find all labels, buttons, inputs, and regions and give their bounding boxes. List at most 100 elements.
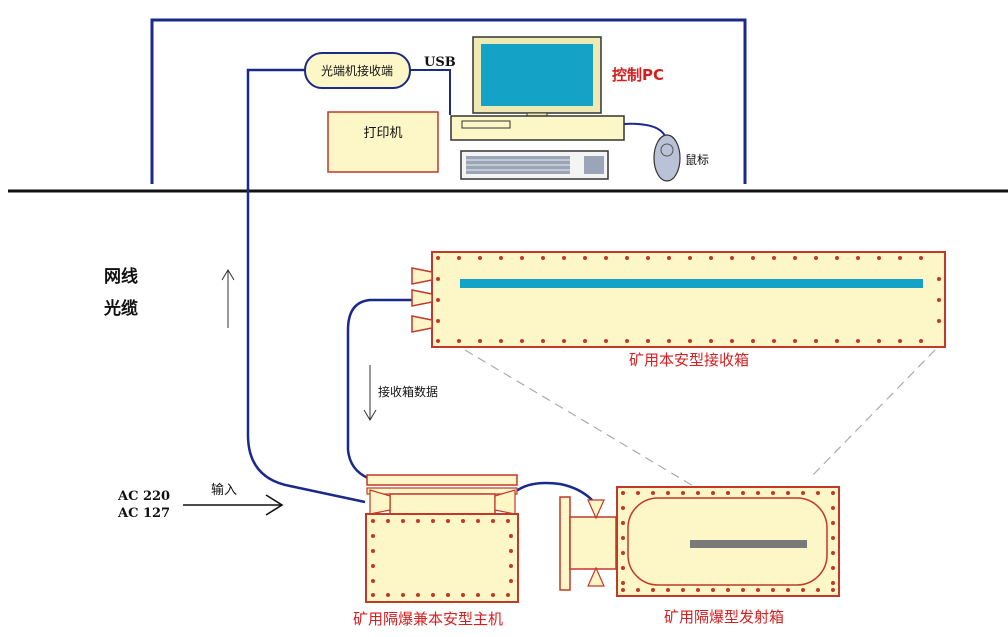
rivet-dot <box>371 519 375 523</box>
fiber-receiver-node <box>304 52 411 89</box>
fiber-receiver-label: 光端机接收端 <box>321 63 393 78</box>
rivet-dot <box>856 256 860 260</box>
rivet-dot <box>898 256 902 260</box>
rivet-dot <box>772 339 776 343</box>
rivet-dot <box>646 339 650 343</box>
rivet-dot <box>667 339 671 343</box>
transmitter-antenna <box>690 540 807 548</box>
mouse-label: 鼠标 <box>685 153 709 167</box>
rivet-dot <box>625 339 629 343</box>
rivet-dot <box>562 339 566 343</box>
rivet-dot <box>831 566 835 570</box>
rivet-dot <box>541 339 545 343</box>
rivet-dot <box>621 551 625 555</box>
rivet-dot <box>604 256 608 260</box>
input-arrow-icon <box>183 494 284 516</box>
rivet-dot <box>856 339 860 343</box>
rivet-dot <box>476 593 480 597</box>
rivet-dot <box>816 491 820 495</box>
rivet-dot <box>877 256 881 260</box>
rivet-dot <box>416 519 420 523</box>
rivet-dot <box>793 339 797 343</box>
rivet-dot <box>919 339 923 343</box>
control-room-outline <box>150 18 747 184</box>
rivet-dot <box>709 339 713 343</box>
rivet-dot <box>666 491 670 495</box>
receiver-box-label: 矿用本安型接收箱 <box>629 351 749 369</box>
rivet-dot <box>801 491 805 495</box>
rivet-dot <box>696 588 700 592</box>
rivet-dot <box>730 339 734 343</box>
host-machine <box>365 474 519 603</box>
rivet-dot <box>667 256 671 260</box>
rivet-dot <box>651 588 655 592</box>
rivet-dot <box>681 491 685 495</box>
rivet-dot <box>436 339 440 343</box>
rivet-dot <box>711 588 715 592</box>
printer-icon <box>327 111 439 173</box>
rivet-dot <box>772 256 776 260</box>
rivet-dot <box>688 339 692 343</box>
rivet-dot <box>726 491 730 495</box>
receiver-data-label: 接收箱数据 <box>378 384 438 399</box>
rivet-dot <box>831 491 835 495</box>
rivet-dot <box>371 579 375 583</box>
rivet-dot <box>730 256 734 260</box>
rivet-dot <box>756 588 760 592</box>
power-label-220: AC 220 <box>117 489 170 504</box>
rivet-dot <box>711 491 715 495</box>
rivet-dot <box>621 581 625 585</box>
rivet-dot <box>751 256 755 260</box>
transmitter-box <box>559 486 840 597</box>
rivet-dot <box>478 339 482 343</box>
receiver-box <box>411 251 946 348</box>
rivet-dot <box>756 491 760 495</box>
mouse-icon <box>653 134 681 182</box>
rivet-dot <box>814 256 818 260</box>
rivet-dot <box>835 339 839 343</box>
power-label-127: AC 127 <box>117 506 170 521</box>
rivet-dot <box>636 588 640 592</box>
rivet-dot <box>499 339 503 343</box>
transmitter-box-label: 矿用隔爆型发射箱 <box>664 608 784 626</box>
cable-label-network: 网线 <box>104 266 138 287</box>
rivet-dot <box>436 298 440 302</box>
rivet-dot <box>681 588 685 592</box>
rivet-dot <box>491 593 495 597</box>
rivet-dot <box>816 588 820 592</box>
rivet-dot <box>520 256 524 260</box>
rivet-dot <box>431 593 435 597</box>
rivet-dot <box>386 593 390 597</box>
rivet-dot <box>771 588 775 592</box>
rivet-dot <box>509 549 513 553</box>
rivet-dot <box>621 566 625 570</box>
rivet-dot <box>831 521 835 525</box>
printer-label: 打印机 <box>363 126 402 141</box>
rivet-dot <box>666 588 670 592</box>
monitor-icon <box>472 36 602 120</box>
transmitter-cable <box>514 481 593 501</box>
rivet-dot <box>831 588 835 592</box>
rivet-dot <box>541 256 545 260</box>
receiver-data-cable <box>346 298 412 480</box>
rivet-dot <box>877 339 881 343</box>
perspective-line-right <box>809 349 936 479</box>
rivet-dot <box>793 256 797 260</box>
rivet-dot <box>786 588 790 592</box>
rivet-dot <box>478 256 482 260</box>
rivet-dot <box>741 588 745 592</box>
rivet-dot <box>786 491 790 495</box>
rivet-dot <box>621 491 625 495</box>
rivet-dot <box>831 536 835 540</box>
rivet-dot <box>741 491 745 495</box>
rivet-dot <box>509 564 513 568</box>
keyboard-icon <box>460 150 609 180</box>
rivet-dot <box>751 339 755 343</box>
rivet-dot <box>509 534 513 538</box>
rivet-dot <box>831 581 835 585</box>
rivet-dot <box>583 339 587 343</box>
rivet-dot <box>831 506 835 510</box>
input-label: 输入 <box>211 482 237 498</box>
rivet-dot <box>436 256 440 260</box>
rivet-dot <box>621 521 625 525</box>
